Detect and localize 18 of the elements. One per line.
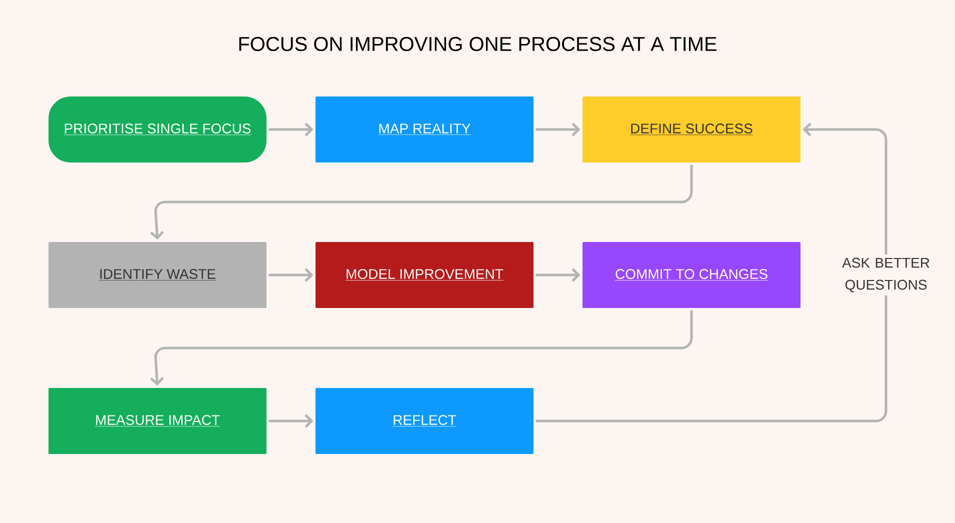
arrow	[536, 268, 580, 282]
arrow	[268, 122, 314, 136]
start-pill: PRIORITISE SINGLE FOCUS	[48, 96, 266, 162]
arrow	[268, 414, 314, 428]
process-box: IDENTIFY WASTE	[48, 242, 266, 308]
title: FOCUS ON IMPROVING ONE PROCESS AT A TIME	[239, 36, 716, 52]
arrow	[150, 164, 693, 240]
process-box: REFLECT	[316, 388, 534, 454]
process-box: MEASURE IMPACT	[48, 388, 266, 454]
process-box: COMMIT TO CHANGES	[582, 242, 800, 308]
edge-label: ASK BETTER QUESTIONS	[832, 254, 940, 296]
process-box: MAP REALITY	[316, 96, 534, 162]
arrow	[150, 310, 693, 386]
process-box: DEFINE SUCCESS	[582, 96, 800, 162]
arrow	[268, 268, 314, 282]
arrow	[536, 122, 580, 136]
process-box: MODEL IMPROVEMENT	[316, 242, 534, 308]
arrow	[536, 122, 888, 422]
